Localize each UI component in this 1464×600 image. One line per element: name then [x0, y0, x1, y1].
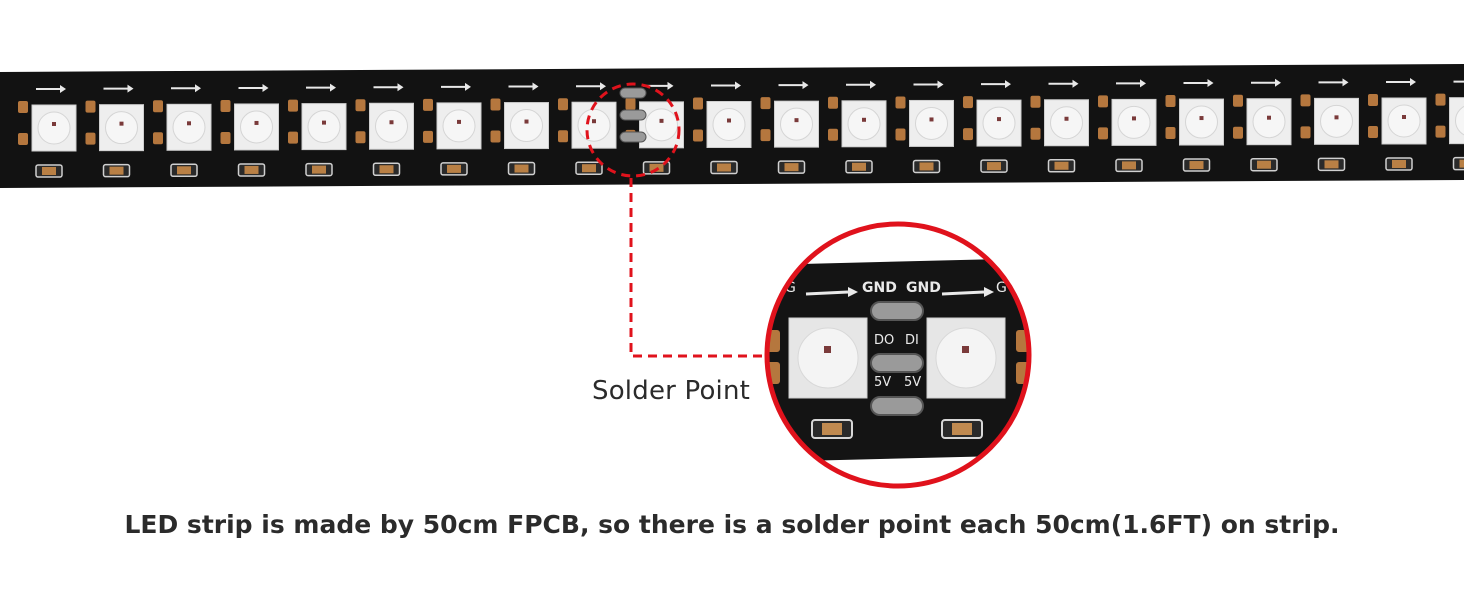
svg-text:G: G: [785, 280, 796, 296]
svg-text:GND: GND: [862, 280, 897, 296]
svg-text:5V: 5V: [904, 375, 921, 390]
svg-text:5V: 5V: [874, 375, 891, 390]
led-zoom-right: [926, 317, 1006, 399]
solder-point-marker: [585, 82, 681, 178]
callout-line: [629, 178, 764, 358]
solder-pads: [870, 301, 924, 416]
led-strip: [0, 64, 1464, 188]
svg-text:DO: DO: [874, 333, 894, 348]
svg-text:DI: DI: [905, 333, 919, 348]
caption: LED strip is made by 50cm FPCB, so there…: [124, 510, 1340, 539]
svg-text:GND: GND: [906, 280, 941, 296]
svg-text:G: G: [996, 280, 1007, 296]
zoomed-solder-view: G G GND GND DO DI 5V 5V: [764, 221, 1032, 489]
led-zoom-left: [788, 317, 868, 399]
solder-point-label: Solder Point: [592, 376, 751, 406]
